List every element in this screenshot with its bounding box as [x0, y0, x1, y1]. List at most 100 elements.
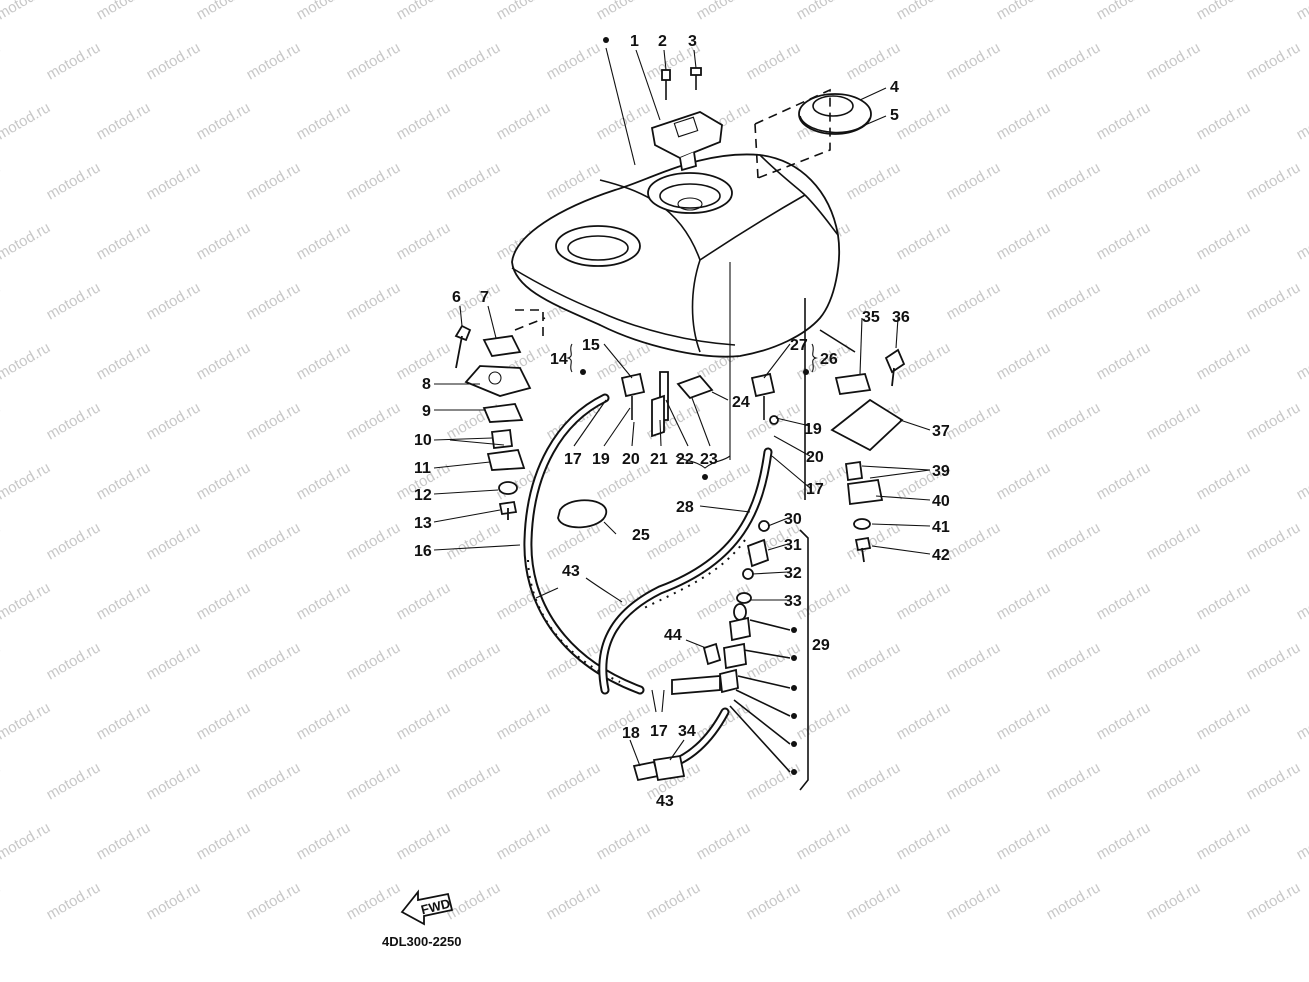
watermark-text: motod.ru	[344, 159, 404, 203]
callout-8: 8	[422, 376, 431, 393]
callout-19-right: 19	[804, 421, 822, 438]
watermark-text: motod.ru	[1194, 0, 1254, 23]
watermark-text: motod.ru	[1294, 0, 1309, 23]
watermark-text: motod.ru	[444, 879, 504, 923]
watermark-text: motod.ru	[1044, 639, 1104, 683]
watermark-text: motod.ru	[444, 519, 504, 563]
callout-31: 31	[784, 537, 802, 554]
callout-27: 27	[790, 337, 808, 354]
watermark-text: motod.ru	[294, 699, 354, 743]
watermark-text: motod.ru	[544, 39, 604, 83]
watermark-text: motod.ru	[794, 579, 854, 623]
watermark-text: motod.ru	[694, 0, 754, 23]
watermark-text: motod.ru	[1244, 39, 1304, 83]
watermark-text: motod.ru	[1094, 219, 1154, 263]
watermark-text: motod.ru	[994, 0, 1054, 23]
callout-21: 21	[650, 451, 668, 468]
callout-44: 44	[664, 627, 682, 644]
callout-33: 33	[784, 593, 802, 610]
watermark-text: motod.ru	[0, 99, 53, 143]
callout-10: 10	[414, 432, 432, 449]
callout-9: 9	[422, 403, 431, 420]
watermark-text: motod.ru	[394, 819, 454, 863]
fuel-tank	[511, 153, 841, 358]
watermark-text: motod.ru	[1194, 99, 1254, 143]
callout-39: 39	[932, 463, 950, 480]
watermark-text: motod.ru	[994, 219, 1054, 263]
watermark-text: motod.ru	[1244, 279, 1304, 323]
watermark-text: motod.ru	[194, 339, 254, 383]
watermark-text: motod.ru	[644, 879, 704, 923]
watermark-text: motod.ru	[1044, 879, 1104, 923]
watermark-text: motod.ru	[394, 0, 454, 23]
watermark-text: motod.ru	[44, 639, 104, 683]
watermark-text: motod.ru	[44, 399, 104, 443]
watermark-text: motod.ru	[1294, 99, 1309, 143]
watermark-text: motod.ru	[94, 819, 154, 863]
callout-14: 14	[550, 351, 568, 368]
callout-35: 35	[862, 309, 880, 326]
watermark-text: motod.ru	[544, 759, 604, 803]
fuel-cock-assembly	[671, 520, 809, 791]
watermark-text: motod.ru	[1194, 579, 1254, 623]
watermark-text: motod.ru	[794, 0, 854, 23]
watermark-text: motod.ru	[1294, 339, 1309, 383]
watermark-text: motod.ru	[1094, 339, 1154, 383]
watermark-text: motod.ru	[44, 159, 104, 203]
watermark-text: motod.ru	[844, 159, 904, 203]
watermark-text: motod.ru	[144, 519, 204, 563]
watermark-text: motod.ru	[144, 399, 204, 443]
watermark-text: motod.ru	[0, 279, 3, 323]
watermark-text: motod.ru	[244, 639, 304, 683]
watermark-text: motod.ru	[394, 99, 454, 143]
watermark-text: motod.ru	[1094, 579, 1154, 623]
watermark-text: motod.ru	[944, 399, 1004, 443]
watermark-text: motod.ru	[194, 699, 254, 743]
watermark-text: motod.ru	[344, 639, 404, 683]
watermark-text: motod.ru	[94, 219, 154, 263]
watermark-text: motod.ru	[344, 279, 404, 323]
watermark-text: motod.ru	[994, 339, 1054, 383]
watermark-text: motod.ru	[0, 639, 3, 683]
watermark-text: motod.ru	[244, 39, 304, 83]
callout-17-right: 17	[806, 481, 824, 498]
callout-2: 2	[658, 33, 667, 50]
callout-32: 32	[784, 565, 802, 582]
watermark-text: motod.ru	[1144, 159, 1204, 203]
watermark-text: motod.ru	[1144, 399, 1204, 443]
watermark-text: motod.ru	[894, 819, 954, 863]
watermark-text: motod.ru	[294, 0, 354, 23]
callout-30: 30	[784, 511, 802, 528]
watermark-text: motod.ru	[0, 879, 3, 923]
watermark-text: motod.ru	[0, 459, 53, 503]
callout-6: 6	[452, 289, 461, 306]
tank-cap	[650, 111, 723, 172]
watermark-text: motod.ru	[294, 459, 354, 503]
watermark-text: motod.ru	[1294, 699, 1309, 743]
callout-3: 3	[688, 33, 697, 50]
watermark-text: motod.ru	[244, 159, 304, 203]
watermark-text: motod.ru	[994, 459, 1054, 503]
watermark-text: motod.ru	[1194, 459, 1254, 503]
callout-22: 22	[676, 451, 694, 468]
watermark-text: motod.ru	[194, 0, 254, 23]
watermark-text: motod.ru	[0, 759, 3, 803]
watermark-text: motod.ru	[1044, 399, 1104, 443]
watermark-text: motod.ru	[294, 99, 354, 143]
callout-13: 13	[414, 515, 432, 532]
watermark-text: motod.ru	[294, 339, 354, 383]
watermark-text: motod.ru	[494, 699, 554, 743]
watermark-text: motod.ru	[994, 99, 1054, 143]
watermark-text: motod.ru	[494, 0, 554, 23]
watermark-text: motod.ru	[0, 399, 3, 443]
callout-17-left: 17	[564, 451, 582, 468]
watermark-text: motod.ru	[244, 399, 304, 443]
watermark-text: motod.ru	[744, 639, 804, 683]
watermark-text: motod.ru	[1244, 759, 1304, 803]
callout-5: 5	[890, 107, 899, 124]
watermark-text: motod.ru	[244, 759, 304, 803]
watermark-text: motod.ru	[0, 219, 53, 263]
watermark-text: motod.ru	[1194, 819, 1254, 863]
watermark-text: motod.ru	[444, 39, 504, 83]
callout-labels: 1 2 3 4 5 6 7 8 9 10 11 12 13 14 15 16 1…	[414, 33, 950, 810]
